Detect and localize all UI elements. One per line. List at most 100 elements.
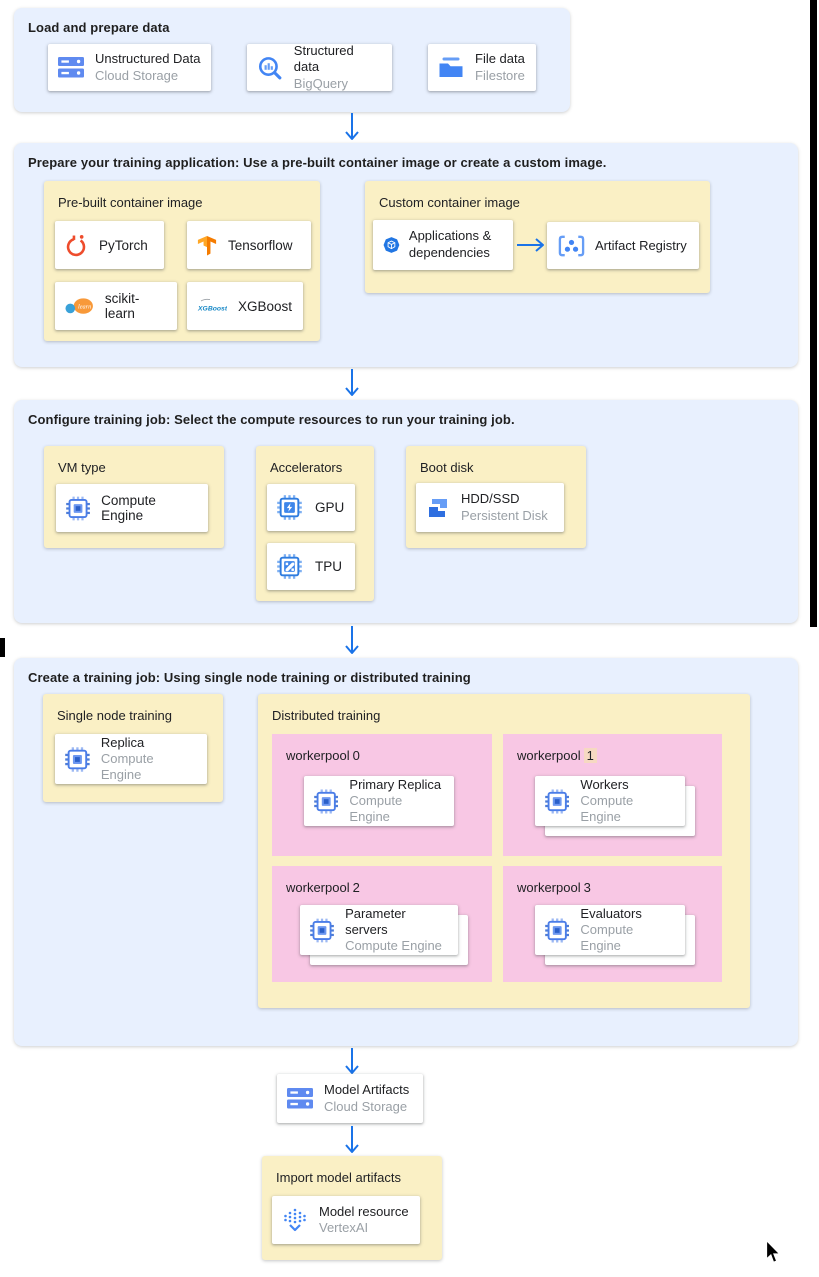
gpu-card: GPU bbox=[267, 484, 355, 531]
scikit-learn-card: learn scikit-learn bbox=[55, 282, 177, 330]
black-border-artifact-left bbox=[0, 638, 5, 657]
parameter-servers-card: Parameter servers Compute Engine bbox=[300, 905, 458, 955]
boot-panel-title: Boot disk bbox=[420, 460, 474, 475]
compute-engine-icon bbox=[545, 788, 570, 814]
card-subtitle: Compute Engine bbox=[345, 938, 442, 954]
boot-disk-panel: Boot disk HDD/SSD Persistent Disk bbox=[406, 446, 586, 548]
import-panel-title: Import model artifacts bbox=[276, 1170, 401, 1185]
gpu-icon bbox=[277, 495, 302, 520]
xgboost-card: XGBoost XGBoost bbox=[187, 282, 303, 330]
prebuilt-panel-title: Pre-built container image bbox=[58, 195, 203, 210]
accelerators-panel-title: Accelerators bbox=[270, 460, 343, 475]
svg-text:XGBoost: XGBoost bbox=[197, 306, 227, 313]
card-subtitle: BigQuery bbox=[293, 75, 348, 91]
card-subtitle: Persistent Disk bbox=[461, 507, 548, 523]
arrow-artifacts-to-import bbox=[345, 1126, 359, 1153]
accelerators-panel: Accelerators GPU bbox=[256, 446, 374, 601]
card-title: TPU bbox=[315, 559, 342, 574]
card-title: Evaluators bbox=[580, 905, 642, 921]
xgboost-icon: XGBoost bbox=[197, 298, 227, 313]
framework-label: scikit-learn bbox=[104, 291, 140, 321]
card-title: HDD/SSD bbox=[461, 491, 520, 507]
replica-card: Replica Compute Engine bbox=[55, 734, 207, 784]
custom-panel-title: Custom container image bbox=[379, 195, 520, 210]
arrow-app-to-registry bbox=[517, 238, 544, 252]
structured-data-card: Structured data BigQuery bbox=[247, 43, 392, 91]
artifact-registry-icon bbox=[558, 235, 585, 256]
filestore-icon bbox=[439, 57, 463, 77]
card-title: Structured data bbox=[293, 43, 354, 75]
single-node-panel: Single node training Replica Compute Eng… bbox=[43, 694, 223, 802]
compute-engine-icon bbox=[545, 917, 570, 943]
prebuilt-container-panel: Pre-built container image PyTorch Tensor… bbox=[44, 181, 320, 341]
card-title: File data bbox=[475, 51, 525, 67]
primary-replica-card: Primary Replica Compute Engine bbox=[304, 776, 454, 826]
tensorflow-card: Tensorflow bbox=[187, 221, 311, 269]
tpu-icon bbox=[277, 554, 302, 579]
vertex-ai-icon bbox=[284, 1208, 306, 1232]
import-artifacts-panel: Import model artifacts Model resource Ve… bbox=[262, 1156, 442, 1260]
card-title: Model resource bbox=[319, 1203, 409, 1219]
single-node-title: Single node training bbox=[57, 708, 172, 723]
tpu-card: TPU bbox=[267, 543, 355, 590]
card-title: Unstructured Data bbox=[95, 51, 201, 67]
bigquery-icon bbox=[258, 56, 282, 80]
card-title: Parameter servers bbox=[345, 905, 406, 937]
card-title: Primary Replica bbox=[349, 776, 442, 792]
compute-engine-icon bbox=[66, 496, 90, 520]
configure-section-title: Configure training job: Select the compu… bbox=[28, 412, 515, 427]
svg-text:learn: learn bbox=[78, 303, 91, 310]
framework-label: Tensorflow bbox=[228, 237, 293, 253]
card-subtitle: Cloud Storage bbox=[95, 67, 179, 83]
artifact-registry-card: Artifact Registry bbox=[547, 222, 699, 269]
card-title: Applications & dependencies bbox=[408, 228, 492, 260]
file-data-card: File data Filestore bbox=[428, 44, 536, 91]
compute-engine-icon bbox=[65, 746, 90, 772]
arrow-create-to-artifacts bbox=[345, 1048, 359, 1074]
prepare-application-section: Prepare your training application: Use a… bbox=[14, 143, 798, 367]
prepare-section-title: Prepare your training application: Use a… bbox=[28, 155, 607, 170]
load-data-section: Load and prepare data Unstructured Data … bbox=[14, 8, 570, 112]
create-job-section: Create a training job: Using single node… bbox=[14, 658, 798, 1046]
persistent-disk-icon bbox=[429, 498, 447, 517]
card-title: Compute Engine bbox=[101, 493, 156, 523]
applications-icon bbox=[383, 237, 400, 253]
card-subtitle: Cloud Storage bbox=[324, 1098, 408, 1114]
distributed-title: Distributed training bbox=[272, 708, 381, 723]
card-title: Workers bbox=[580, 776, 629, 792]
create-section-title: Create a training job: Using single node… bbox=[28, 670, 471, 685]
vm-panel-title: VM type bbox=[58, 460, 106, 475]
vm-type-panel: VM type Compute Engine bbox=[44, 446, 224, 548]
compute-engine-icon bbox=[314, 788, 339, 814]
card-subtitle: Compute Engine bbox=[580, 921, 634, 954]
card-title: Model Artifacts bbox=[324, 1082, 410, 1098]
card-subtitle: Filestore bbox=[475, 67, 525, 83]
card-subtitle: Compute Engine bbox=[100, 750, 154, 783]
framework-label: XGBoost bbox=[238, 298, 293, 314]
evaluators-card: Evaluators Compute Engine bbox=[535, 905, 685, 955]
cloud-storage-icon bbox=[58, 57, 84, 78]
pytorch-card: PyTorch bbox=[55, 221, 164, 269]
pytorch-icon bbox=[66, 234, 86, 256]
unstructured-data-card: Unstructured Data Cloud Storage bbox=[48, 44, 211, 91]
highlighted-number: 1 bbox=[583, 748, 597, 763]
applications-dependencies-card: Applications & dependencies bbox=[373, 220, 513, 270]
card-title: Replica bbox=[100, 734, 145, 750]
model-artifacts-card: Model Artifacts Cloud Storage bbox=[277, 1074, 423, 1123]
configure-job-section: Configure training job: Select the compu… bbox=[14, 400, 798, 623]
card-subtitle: VertexAI bbox=[319, 1220, 369, 1235]
arrow-load-to-prepare bbox=[345, 113, 359, 140]
model-resource-card: Model resource VertexAI bbox=[272, 1196, 420, 1244]
framework-label: PyTorch bbox=[99, 237, 148, 253]
compute-engine-card: Compute Engine bbox=[56, 484, 208, 532]
card-title: GPU bbox=[315, 500, 345, 515]
tensorflow-icon bbox=[197, 235, 217, 255]
